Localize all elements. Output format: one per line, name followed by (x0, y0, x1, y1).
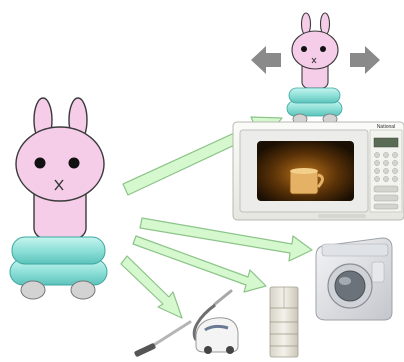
vacuum-cleaner-appliance (134, 289, 239, 357)
rabbit-head (15, 126, 105, 202)
microwave-appliance: National (232, 121, 404, 221)
arrow-to-washing-machine (139, 217, 313, 262)
microwave-brand-label: National (377, 124, 395, 130)
small-rabbit-head (291, 30, 339, 70)
small-rabbit-right-eye (320, 46, 326, 52)
vacuum-wand (213, 289, 233, 306)
microwave-handle-strip (318, 214, 366, 218)
vacuum-hose (192, 303, 216, 341)
base-ring-top (11, 236, 106, 265)
vacuum-nozzle (134, 343, 156, 357)
rabbit-right-foot (70, 280, 96, 300)
microwave-buttons (373, 152, 399, 210)
small-rabbit-mouth (311, 57, 317, 64)
rabbit-right-eye (68, 157, 80, 169)
washing-machine-appliance (315, 237, 393, 321)
large-rabbit-figure (9, 97, 108, 300)
arrow-to-refrigerator (132, 235, 267, 293)
washing-machine-panel (321, 243, 389, 257)
rabbit-left-foot (20, 280, 46, 300)
coffee-mug-icon (289, 168, 324, 195)
rabbit-mouth (54, 179, 64, 191)
small-rabbit-left-eye (301, 46, 307, 52)
small-base-ring-top (288, 87, 341, 104)
rabbit-left-eye (34, 157, 46, 169)
arrow-to-vacuum (120, 255, 183, 319)
gray-arrow-right-icon (350, 46, 380, 74)
washing-machine-glass (334, 270, 366, 302)
refrigerator-appliance (269, 286, 299, 358)
gray-arrow-left-icon (251, 46, 281, 74)
microwave-display (373, 137, 399, 148)
base-stack (9, 236, 108, 300)
small-rabbit-figure (286, 12, 343, 125)
